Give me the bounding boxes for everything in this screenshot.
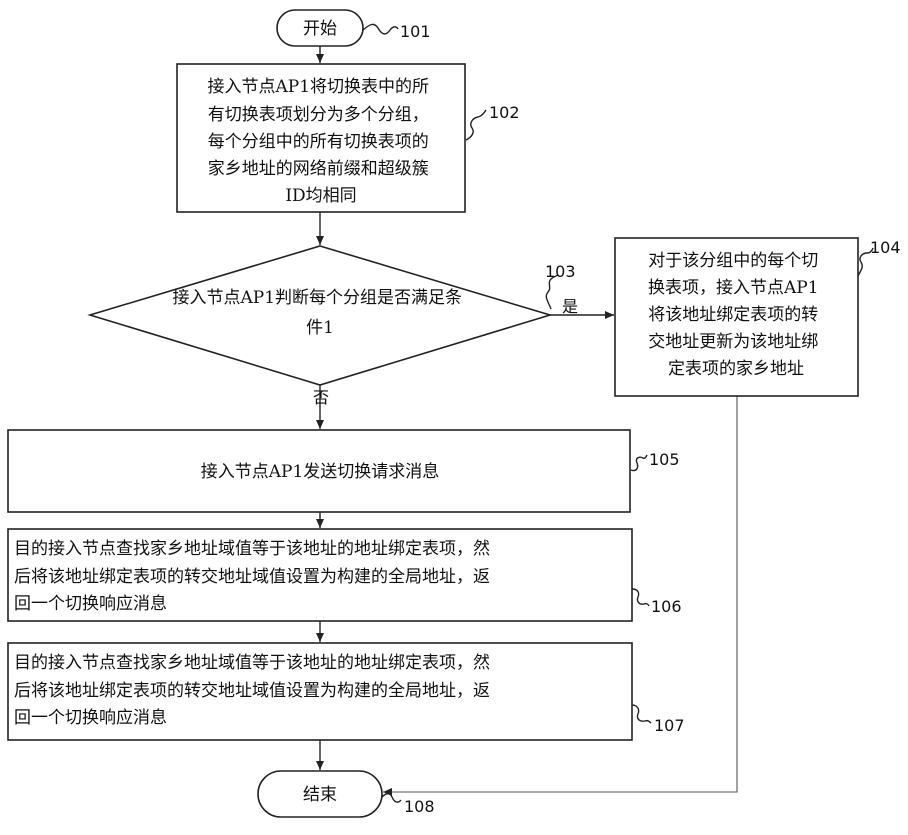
step-106-line: 目的接入节点查找家乡地址域值等于该地址的地址绑定表项，然	[14, 539, 490, 559]
step-107-line: 目的接入节点查找家乡地址域值等于该地址的地址绑定表项，然	[14, 653, 490, 673]
step-105-text: 接入节点AP1发送切换请求消息	[201, 462, 440, 482]
ref-102-leader	[466, 110, 486, 140]
ref-103: 103	[545, 262, 576, 281]
ref-105-leader	[631, 455, 647, 471]
step-102-line: 接入节点AP1将切换表中的所	[208, 77, 430, 97]
step-107-line: 回一个切换响应消息	[14, 708, 167, 728]
step-102-line: 家乡地址的网络前缀和超级簇	[208, 159, 429, 179]
ref-108: 108	[404, 797, 435, 816]
end-terminal-label: 结束	[303, 785, 337, 805]
step-104-line: 将该地址绑定表项的转	[648, 305, 818, 325]
step-107-line: 后将该地址绑定表项的转交地址域值设置为构建的全局地址，返	[14, 681, 490, 701]
step-106-line: 后将该地址绑定表项的转交地址域值设置为构建的全局地址，返	[14, 567, 490, 587]
ref-108-leader	[382, 794, 401, 803]
decision-103-line: 接入节点AP1判断每个分组是否满足条	[173, 288, 463, 308]
decision-103-diamond	[90, 246, 550, 385]
ref-106: 106	[651, 597, 682, 616]
ref-106-leader	[632, 589, 649, 606]
step-104-line: 定表项的家乡地址	[668, 359, 804, 379]
ref-102: 102	[489, 103, 520, 122]
ref-107: 107	[654, 716, 685, 735]
ref-104: 104	[870, 238, 901, 257]
step-102-line: 每个分组中的所有切换表项的	[208, 132, 429, 152]
ref-107-leader	[632, 705, 651, 723]
start-terminal-label: 开始	[303, 19, 337, 39]
step-104-line: 对于该分组中的每个切	[648, 251, 818, 271]
step-104-text: 对于该分组中的每个切 换表项，接入节点AP1 将该地址绑定表项的转 交地址更新为…	[648, 251, 824, 379]
decision-103-line: 件1	[306, 318, 334, 338]
ref-105: 105	[649, 450, 680, 469]
step-102-line: 有切换表项划分为多个分组，	[208, 105, 429, 125]
step-106-line: 回一个切换响应消息	[14, 594, 167, 614]
no-branch-label: 否	[313, 388, 329, 407]
step-104-line: 换表项，接入节点AP1	[648, 278, 819, 298]
yes-branch-label: 是	[562, 297, 578, 316]
ref-101: 101	[400, 22, 431, 41]
ref-101-leader	[363, 24, 398, 34]
step-104-line: 交地址更新为该地址绑	[648, 332, 818, 352]
step-102-line: ID均相同	[285, 186, 356, 206]
